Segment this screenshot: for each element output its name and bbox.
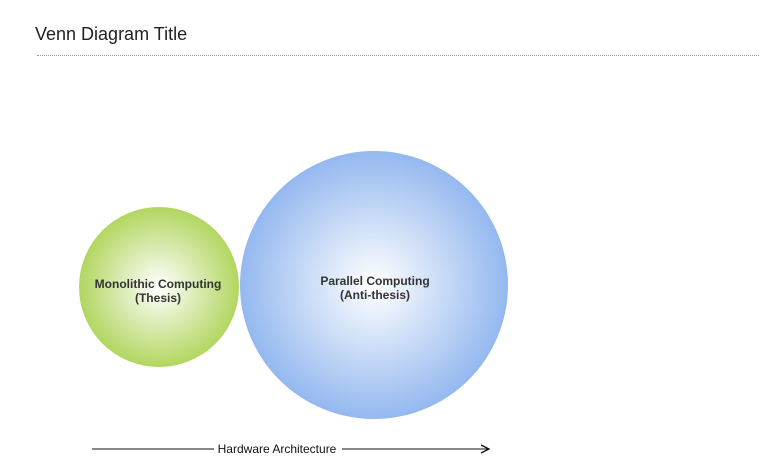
monolithic-computing-circle[interactable]: [79, 207, 239, 367]
axis-label: Hardware Architecture: [218, 442, 337, 456]
diagram-title: Venn Diagram Title: [35, 24, 188, 44]
monolithic-computing-label: Monolithic Computing: [95, 277, 222, 291]
parallel-computing-label: Parallel Computing: [320, 274, 429, 288]
title-divider: [37, 55, 759, 56]
parallel-computing-sublabel: (Anti-thesis): [340, 288, 410, 302]
parallel-computing-circle[interactable]: [240, 151, 508, 419]
monolithic-computing-sublabel: (Thesis): [135, 291, 181, 305]
